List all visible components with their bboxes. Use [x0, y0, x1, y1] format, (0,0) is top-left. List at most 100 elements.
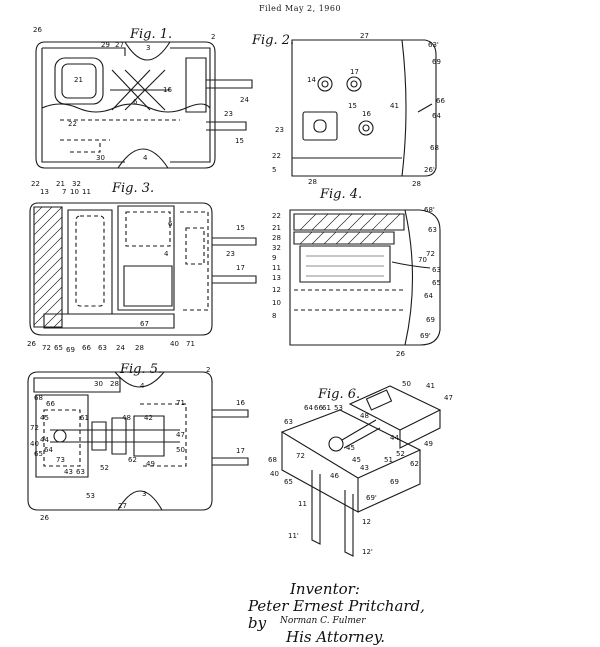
reference-numeral: 65: [54, 344, 63, 352]
reference-numeral: 67: [140, 320, 149, 328]
reference-numeral: 17: [236, 264, 245, 272]
reference-numeral: 50: [402, 380, 411, 388]
reference-numeral: 8: [272, 312, 276, 320]
fig4-lever: [392, 262, 430, 268]
reference-numeral: 4: [164, 250, 169, 258]
reference-numeral: 53: [86, 492, 95, 500]
reference-numeral: 12': [362, 548, 373, 556]
fig1-hidden-lines: [60, 120, 180, 152]
reference-numeral: 11: [82, 188, 91, 196]
reference-numeral: 12: [272, 286, 281, 294]
fig4-reference-numerals: 68' 22 21 28 32 9 11 13 12 10 8 63 70 72…: [272, 206, 441, 358]
fig5-bottom-notch: [118, 491, 162, 510]
reference-numeral: 26: [27, 340, 36, 348]
reference-numeral: 72: [30, 424, 39, 432]
reference-numeral: 66: [436, 97, 445, 105]
reference-numeral: 63: [76, 468, 85, 476]
reference-numeral: 72: [426, 250, 435, 258]
figure-2-title: Fig. 2.: [251, 33, 294, 48]
fig1-spring: [110, 70, 170, 110]
reference-numeral: 62: [128, 456, 137, 464]
figure-5: Fig. 5. 2 30 28 4 68 71 66: [28, 362, 248, 522]
fig1-prong-holder: [186, 58, 206, 112]
reference-numeral: 64: [424, 292, 433, 300]
figure-4: Fig. 4. 68' 22 21 28 32 9 11 13 12 1: [272, 187, 441, 358]
fig1-reference-numerals: 26 29 27 3 2 21 6 16 24 22 23 15 30 4: [33, 26, 249, 162]
reference-numeral: 69: [432, 58, 441, 66]
fig5-cam-3: [134, 416, 164, 456]
reference-numeral: 64: [304, 404, 313, 412]
reference-numeral: 26: [396, 350, 405, 358]
reference-numeral: 26: [33, 26, 42, 34]
reference-numeral: 45: [352, 456, 361, 464]
reference-numeral: 2: [211, 33, 215, 41]
reference-numeral: 42: [144, 414, 153, 422]
reference-numeral: 10: [70, 188, 79, 196]
reference-numeral: 30: [96, 154, 105, 162]
fig6-reference-numerals: 50 41 47 63 64 66 61 53 48 44 45 52 49 5…: [268, 380, 453, 556]
fig1-compartment-inner: [62, 64, 96, 98]
fig3-base-strip: [44, 314, 174, 328]
reference-numeral: 72: [296, 452, 305, 460]
reference-numeral: 66: [46, 400, 55, 408]
fig1-bottom-notch: [118, 149, 168, 168]
figure-2: Fig. 2. 27 63' 69 14 17 15 16 41 23: [251, 32, 445, 188]
reference-numeral: 61: [322, 404, 331, 412]
reference-numeral: 22: [68, 120, 77, 128]
fig2-switch-plate: [303, 112, 337, 140]
fig5-reference-numerals: 2 30 28 4 68 71 66 45 72 61 42 48 50 47 …: [30, 366, 245, 522]
reference-numeral: 69: [66, 346, 75, 354]
fig1-prong-lower: [206, 122, 246, 130]
reference-numeral: 22: [272, 212, 281, 220]
fig2-socket-16: [359, 121, 373, 135]
reference-numeral: 28: [135, 344, 144, 352]
fig5-cam-1: [92, 422, 106, 450]
reference-numeral: 69': [366, 494, 377, 502]
reference-numeral: 63: [98, 344, 107, 352]
reference-numeral: 44: [40, 436, 49, 444]
reference-numeral: 4: [143, 154, 148, 162]
reference-numeral: 63: [284, 418, 293, 426]
signature-by: by: [248, 614, 267, 632]
reference-numeral: 17: [236, 447, 245, 455]
reference-numeral: 72: [42, 344, 51, 352]
filing-date: Filed May 2, 1960: [258, 4, 342, 13]
reference-numeral: 15: [235, 137, 244, 145]
fig6-leg-12: [345, 490, 353, 556]
fig1-prong-upper: [206, 80, 252, 88]
fig2-lever: [418, 104, 432, 112]
reference-numeral: 51: [384, 456, 393, 464]
fig3-prong-lower: [212, 276, 256, 283]
reference-numeral: 40: [30, 440, 39, 448]
reference-numeral: 16: [362, 110, 371, 118]
reference-numeral: 23: [275, 126, 284, 134]
reference-numeral: 53: [334, 404, 343, 412]
reference-numeral: 45: [40, 414, 49, 422]
reference-numeral: 15: [236, 224, 245, 232]
reference-numeral: 13: [272, 274, 281, 282]
fig1-housing: [36, 42, 215, 168]
reference-numeral: 4: [140, 382, 145, 390]
fig3-housing: [30, 203, 212, 335]
reference-numeral: 11: [272, 264, 281, 272]
reference-numeral: 69: [390, 478, 399, 486]
fig1-compartment: [55, 58, 103, 104]
reference-numeral: 63: [428, 226, 437, 234]
fig2-side-curve: [402, 40, 406, 176]
reference-numeral: 48: [360, 412, 369, 420]
inventor-name: Peter Ernest Pritchard,: [248, 597, 425, 615]
reference-numeral: 69: [426, 316, 435, 324]
reference-numeral: 73: [56, 456, 65, 464]
reference-numeral: 68': [424, 206, 435, 214]
reference-numeral: 16: [163, 86, 172, 94]
reference-numeral: 47: [444, 394, 453, 402]
fig3-prong-upper: [212, 238, 256, 245]
fig5-prong-lower: [212, 458, 248, 465]
fig4-housing: [290, 210, 440, 345]
reference-numeral: 44: [390, 434, 399, 442]
fig3-core: [118, 206, 174, 310]
reference-numeral: 2: [206, 366, 210, 374]
reference-numeral: 9: [272, 254, 276, 262]
attorney-signature: Norman C. Fulmer: [280, 616, 366, 626]
